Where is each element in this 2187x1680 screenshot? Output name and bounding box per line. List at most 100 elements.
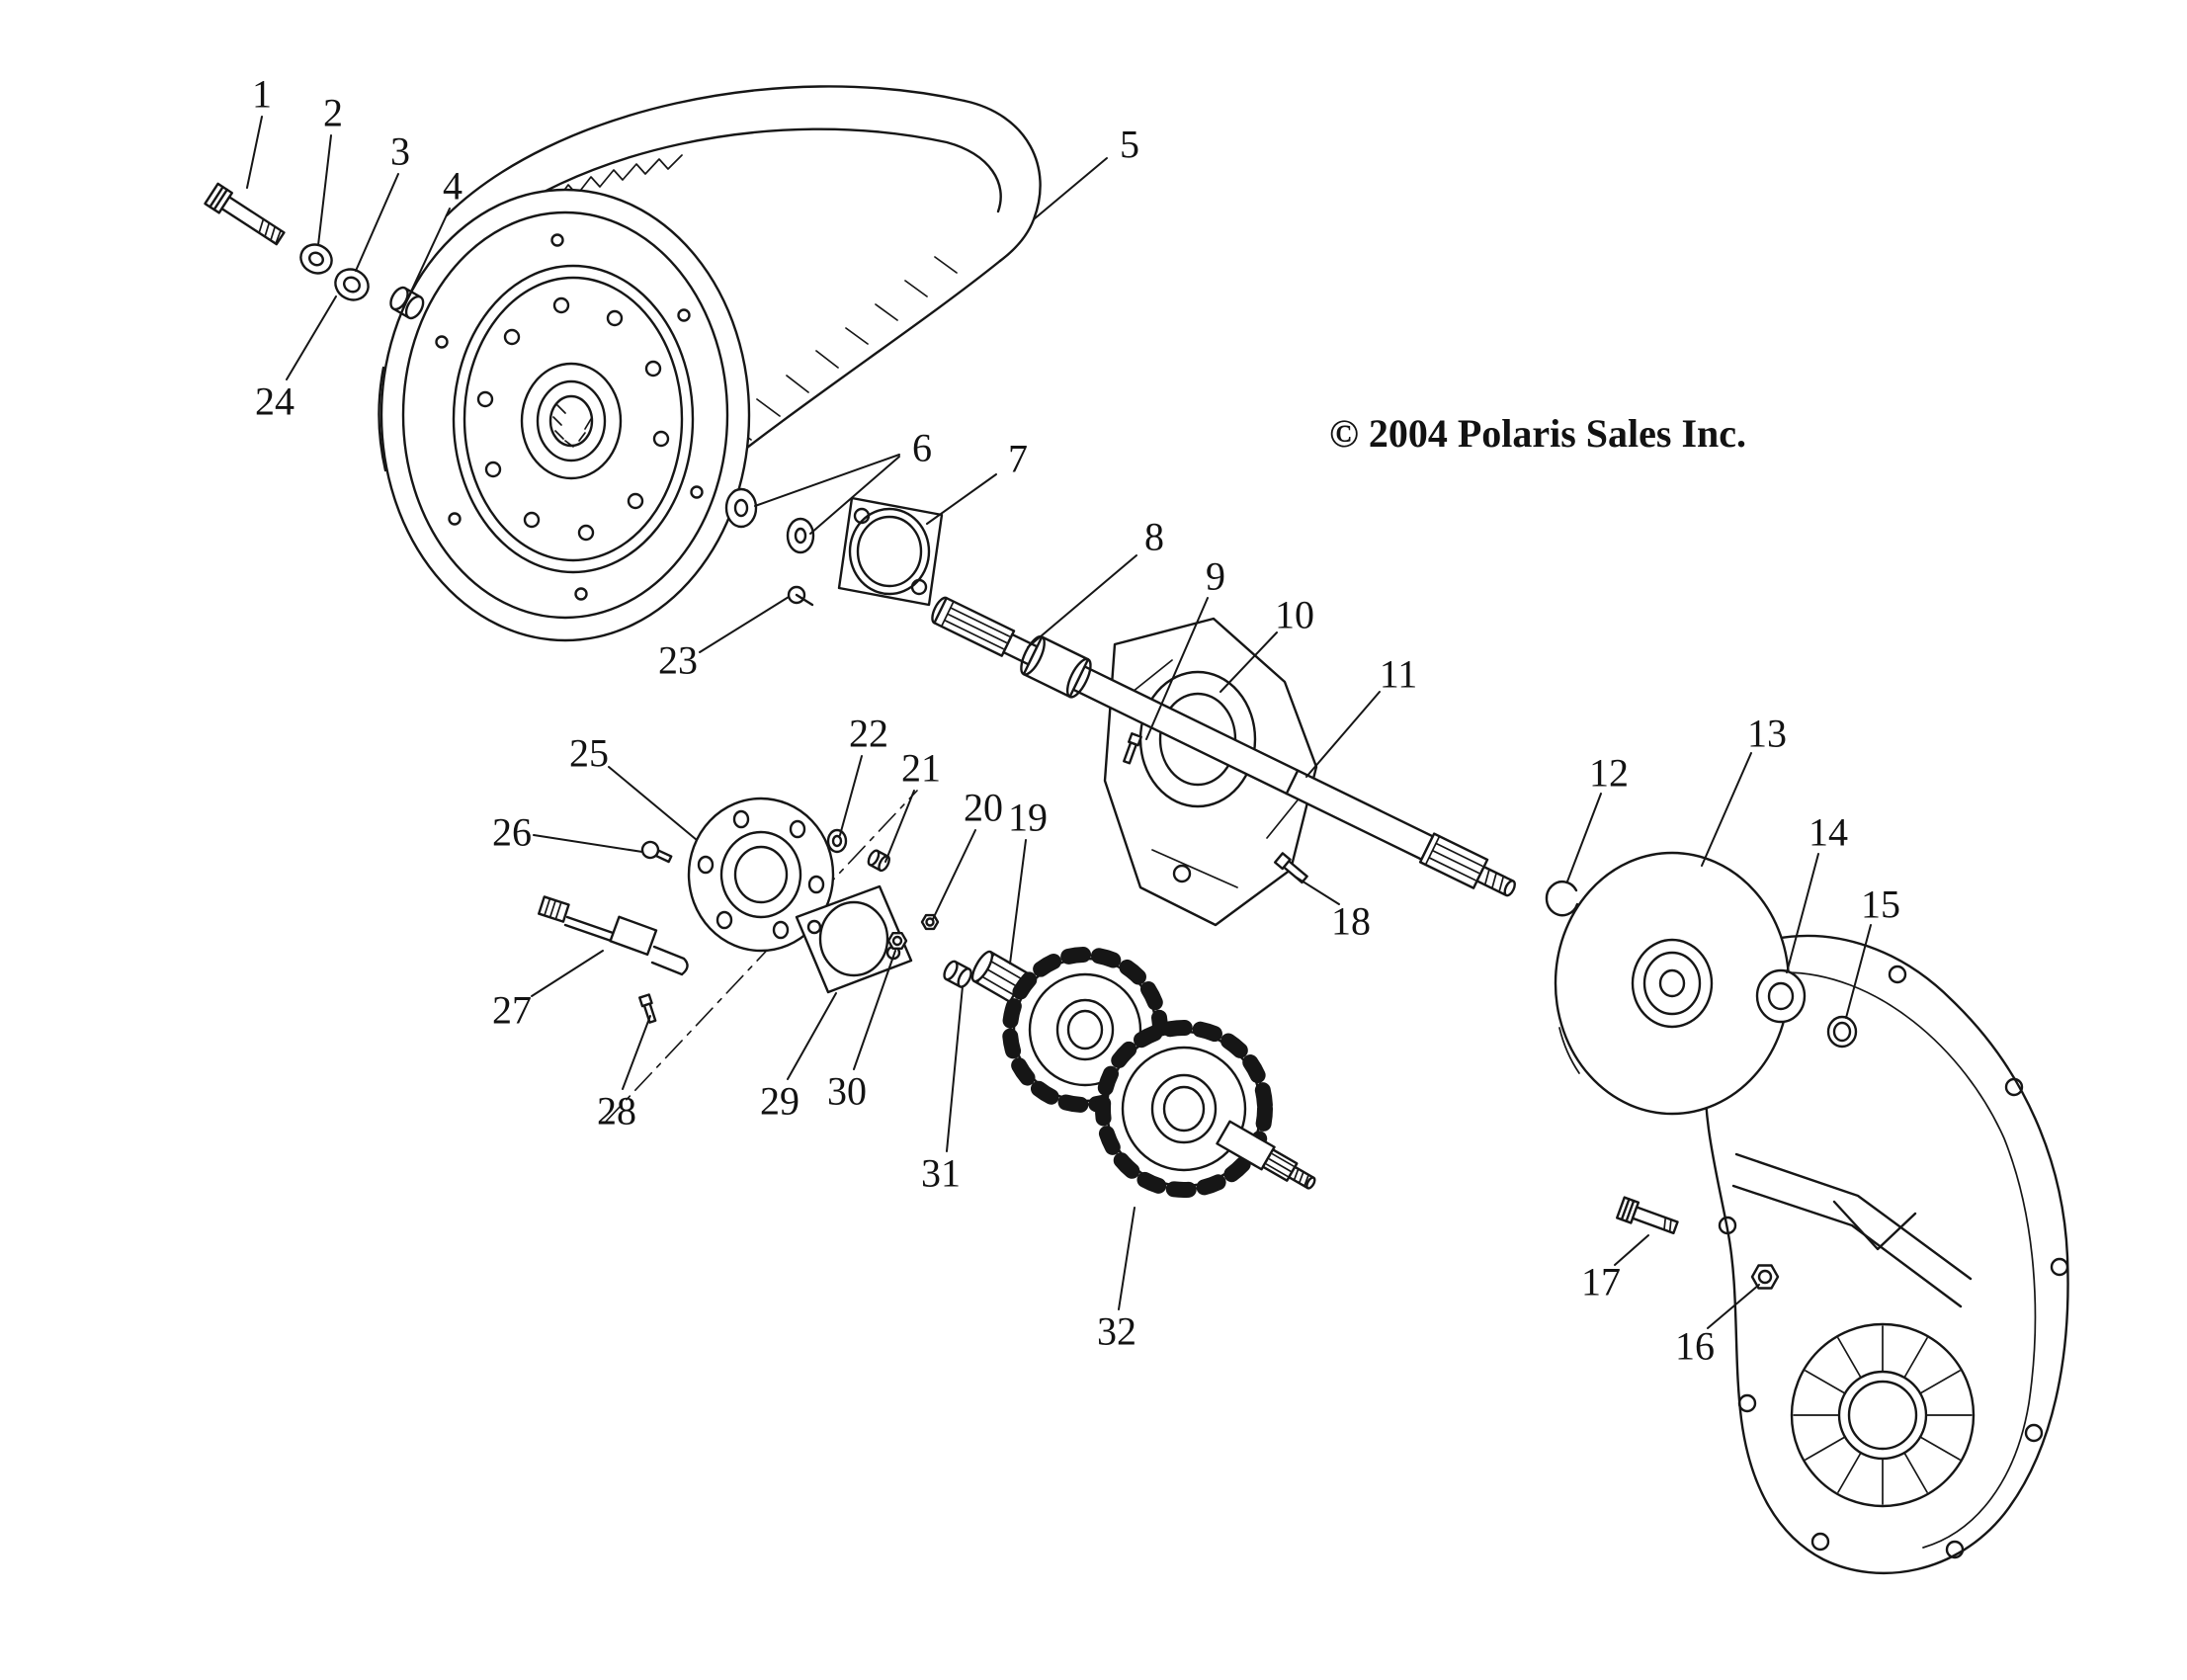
callout-label-32: 32 xyxy=(1097,1309,1136,1354)
callout-label-16: 16 xyxy=(1675,1324,1715,1369)
callout-label-21: 21 xyxy=(901,746,941,791)
copyright-notice: © 2004 Polaris Sales Inc. xyxy=(1329,411,1746,456)
bearing-flange xyxy=(837,496,944,607)
leader-line-27 xyxy=(531,950,604,997)
leader-line-8 xyxy=(1027,554,1137,648)
callout-label-31: 31 xyxy=(921,1151,961,1196)
callout-label-10: 10 xyxy=(1275,593,1314,637)
cover-nut xyxy=(1750,1264,1780,1290)
callout-label-14: 14 xyxy=(1808,810,1848,855)
washer-small xyxy=(826,828,848,854)
leader-line-18 xyxy=(1296,877,1340,905)
flange-screw xyxy=(640,840,673,864)
callout-label-13: 13 xyxy=(1747,712,1787,756)
leader-line-6 xyxy=(809,456,900,535)
flange-bolt xyxy=(787,585,814,607)
callout-label-3: 3 xyxy=(390,129,410,174)
leader-line-32 xyxy=(1118,1207,1136,1310)
disc-washer xyxy=(1755,968,1807,1024)
callout-label-29: 29 xyxy=(760,1079,799,1124)
callout-label-23: 23 xyxy=(658,638,698,683)
bearing-flange-hub xyxy=(687,797,835,953)
leader-line-22 xyxy=(839,755,863,836)
driven-disc xyxy=(1554,851,1791,1116)
leader-line-1 xyxy=(246,116,263,189)
leader-line-25 xyxy=(608,766,698,841)
leader-line-2 xyxy=(317,134,332,246)
speedo-sensor xyxy=(538,895,689,976)
callout-label-6: 6 xyxy=(912,426,932,470)
leader-line-21 xyxy=(884,790,915,863)
leader-line-16 xyxy=(1707,1284,1760,1329)
leader-line-23 xyxy=(699,596,790,653)
leader-line-9 xyxy=(1145,597,1209,740)
callout-label-27: 27 xyxy=(492,988,532,1033)
callout-label-15: 15 xyxy=(1861,882,1900,927)
callout-label-25: 25 xyxy=(569,731,609,776)
callout-label-1: 1 xyxy=(252,72,272,117)
leader-line-5 xyxy=(1033,157,1108,220)
shaft-bolt xyxy=(1273,852,1308,884)
leader-line-28 xyxy=(622,1015,651,1090)
leader-line-29 xyxy=(787,992,837,1080)
callout-label-9: 9 xyxy=(1206,554,1225,599)
spacer-bushing-2 xyxy=(943,960,972,988)
callout-label-4: 4 xyxy=(443,164,463,209)
leader-line-14 xyxy=(1786,853,1819,973)
sprocket-assembly xyxy=(970,947,1316,1198)
callout-label-26: 26 xyxy=(492,810,532,855)
drive-clutch xyxy=(378,188,751,642)
shaft-bracket xyxy=(1103,617,1318,927)
leader-line-3 xyxy=(355,173,399,272)
jackshaft xyxy=(931,596,1516,897)
leader-line-17 xyxy=(1614,1234,1649,1266)
leader-line-15 xyxy=(1845,924,1872,1019)
leader-line-19 xyxy=(1009,839,1027,965)
speedo-screw xyxy=(638,993,657,1024)
leader-line-24 xyxy=(286,295,337,380)
shaft-nut xyxy=(920,913,940,931)
assembly-centerline xyxy=(604,790,918,1124)
drive-belt xyxy=(445,85,1042,488)
lock-washer xyxy=(299,243,333,275)
callout-label-7: 7 xyxy=(1008,437,1028,481)
callout-label-30: 30 xyxy=(827,1069,867,1114)
callout-label-11: 11 xyxy=(1380,652,1418,697)
leader-line-31 xyxy=(946,985,964,1152)
callout-label-17: 17 xyxy=(1581,1260,1621,1304)
leader-line-20 xyxy=(932,829,976,920)
leader-line-4 xyxy=(409,208,451,294)
callout-label-2: 2 xyxy=(323,91,343,135)
speedo-nut xyxy=(886,932,908,950)
disc-ring xyxy=(1826,1015,1858,1049)
bracket-bolt xyxy=(1123,732,1142,765)
leader-line-13 xyxy=(1701,752,1752,867)
spacer-small xyxy=(867,849,890,873)
callout-label-8: 8 xyxy=(1144,515,1164,559)
callout-label-20: 20 xyxy=(964,786,1003,830)
callout-label-22: 22 xyxy=(849,712,888,756)
leader-line-26 xyxy=(533,834,643,853)
cover-fan-boss xyxy=(1790,1322,1976,1508)
sprocket-shaft-right xyxy=(1216,1120,1316,1190)
leader-line-11 xyxy=(1305,691,1381,778)
cover-bolt xyxy=(1616,1196,1679,1235)
spacer-bushing xyxy=(389,286,425,320)
callout-label-5: 5 xyxy=(1120,123,1139,167)
leader-line-10 xyxy=(1220,631,1278,693)
callout-label-28: 28 xyxy=(597,1089,636,1134)
callout-label-24: 24 xyxy=(255,379,294,424)
speedo-gasket xyxy=(795,884,913,994)
lower-sprocket xyxy=(1095,1020,1273,1198)
leader-line-12 xyxy=(1566,793,1602,882)
leader-line-7 xyxy=(926,473,997,525)
snap-ring xyxy=(1545,881,1579,917)
callout-label-19: 19 xyxy=(1008,796,1048,840)
callout-label-18: 18 xyxy=(1331,899,1371,944)
leader-line-6 xyxy=(754,454,900,507)
shaft-washers xyxy=(724,487,815,554)
clutch-bolt xyxy=(204,182,286,246)
leader-line-30 xyxy=(853,950,896,1070)
